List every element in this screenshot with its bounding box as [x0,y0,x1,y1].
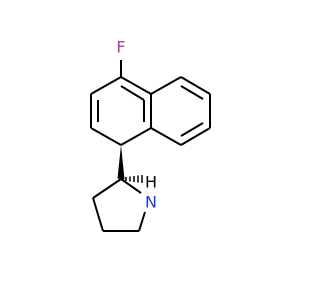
bond-c7-c8-outer [180,127,211,146]
bond-c1-c8a [120,127,152,146]
hydrogen-on-nitrogen-label: H [145,173,157,192]
bond-c4a-c5 [150,76,182,95]
fluorine-atom-label: F [116,38,125,57]
bond-n-c2-pyrrolidine [120,178,142,194]
bond-c3-c4-pyrrolidine [92,197,104,232]
bond-c5-c6-outer [180,76,211,95]
bond-c5-n-pyrrolidine [138,211,146,232]
stereo-wedge-bond [117,145,125,180]
nitrogen-atom-label: N [145,193,157,212]
bond-c2-c1 [90,127,122,146]
molecule-structure: F H N [90,38,211,232]
bond-c4a-c4-outer [120,76,152,95]
bond-c2-c3-pyrrolidine [92,178,122,199]
bond-c4a-c4-inner [120,85,145,101]
hashed-bond-to-h [125,175,143,183]
bond-c4-c3 [90,76,122,95]
bond-c7-c8-inner [180,122,204,137]
bond-c8-c8a [150,127,182,146]
bond-c5-c6-inner [180,85,204,100]
